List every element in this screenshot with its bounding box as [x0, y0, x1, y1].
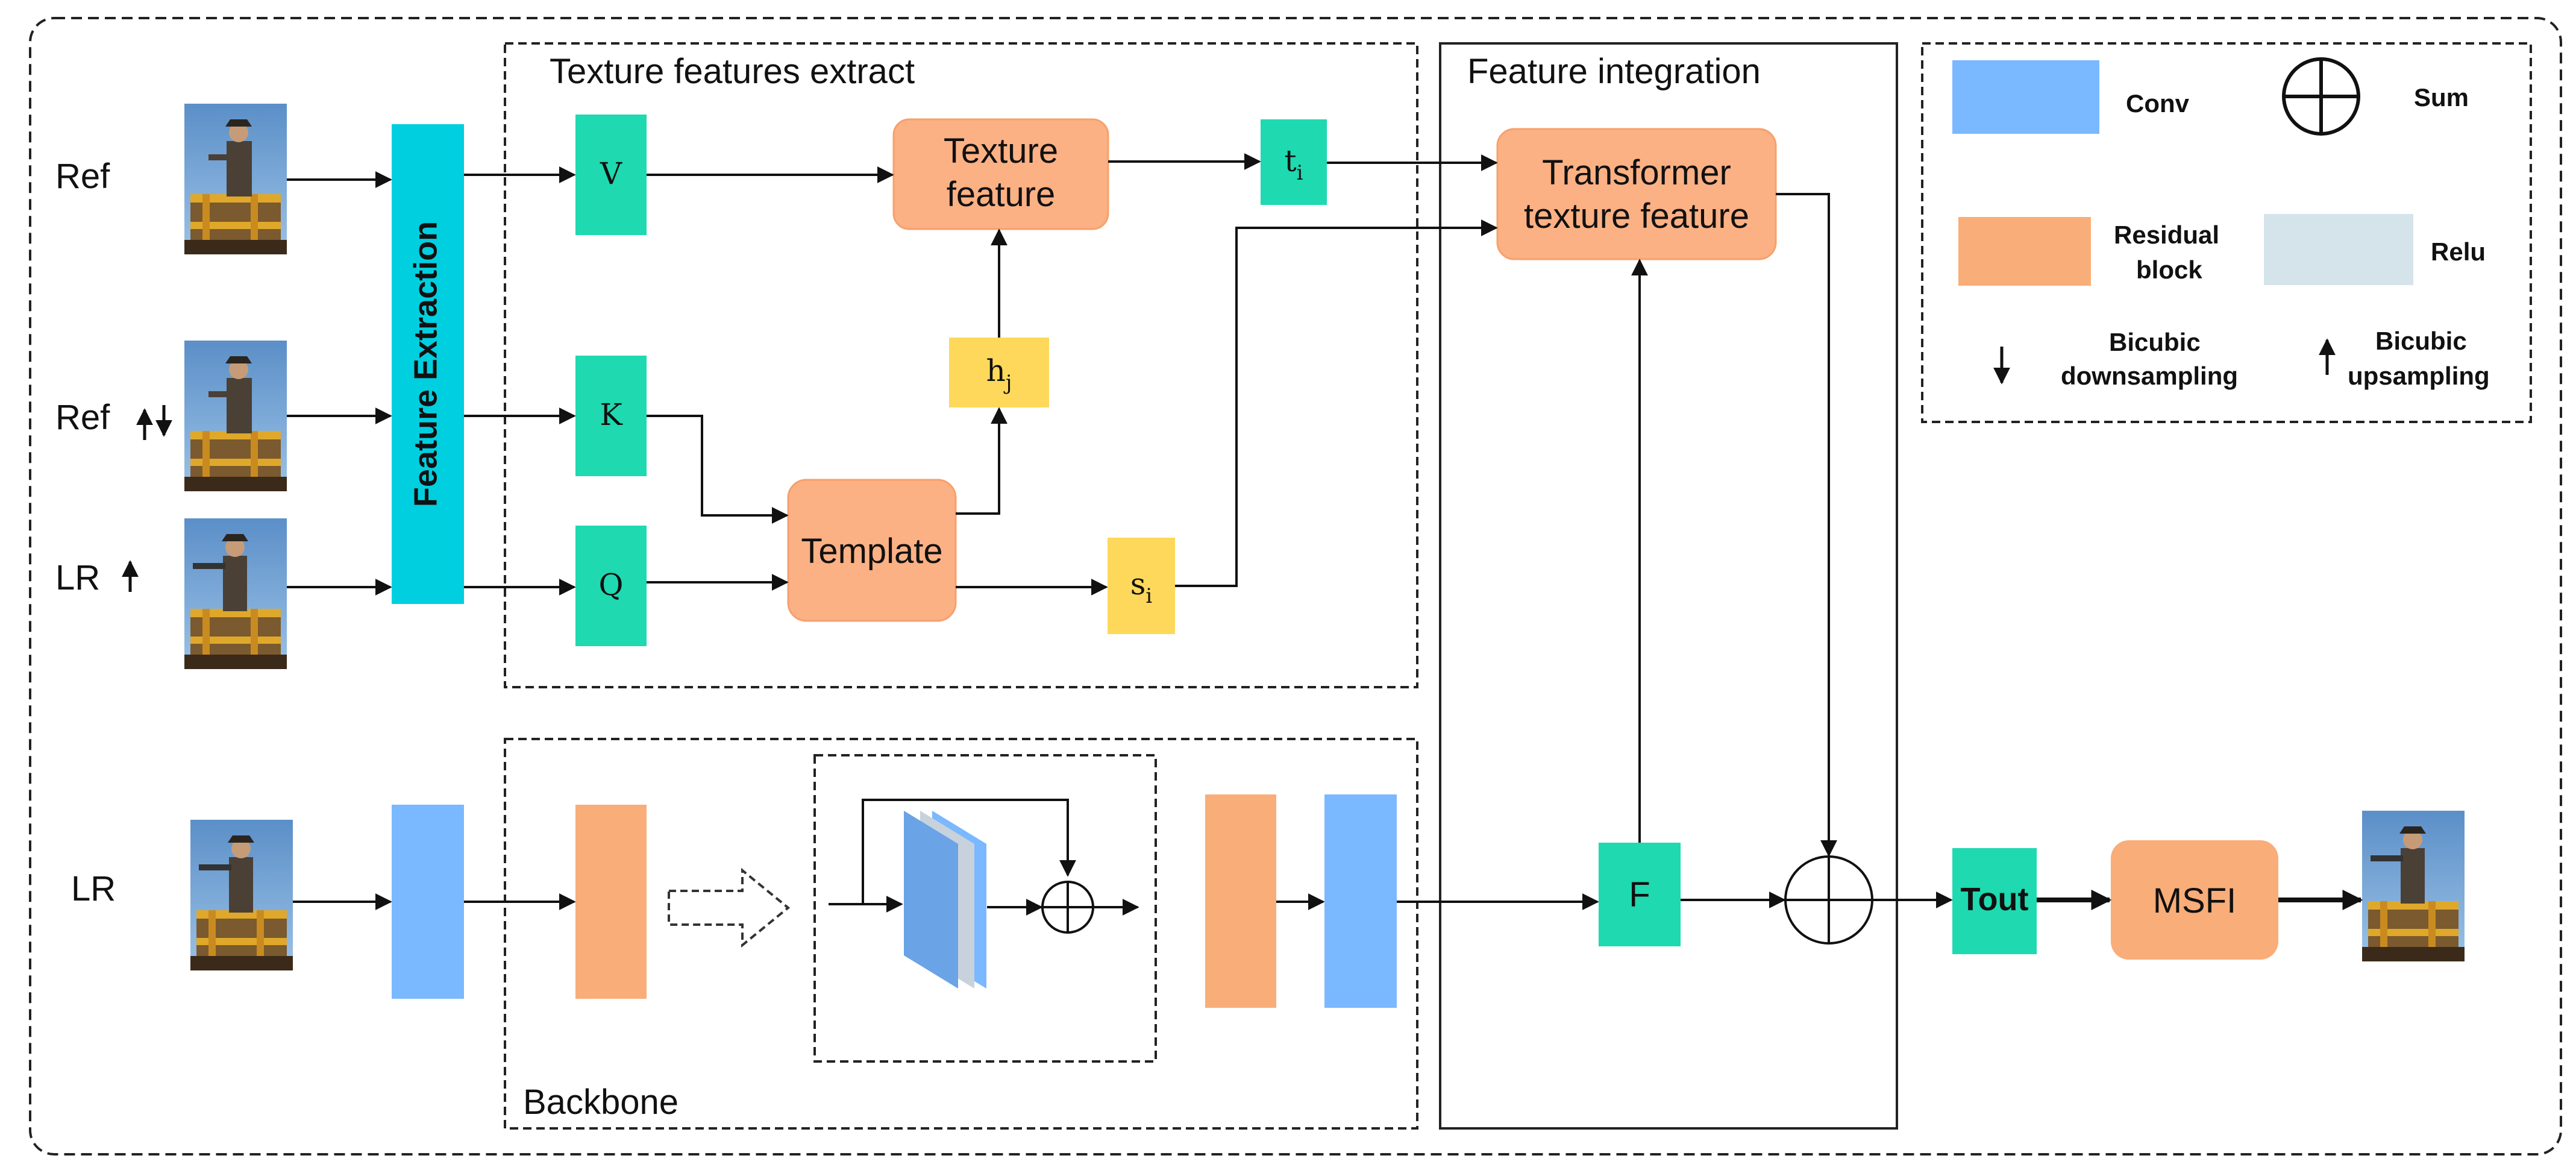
texture-feature-line2: feature	[947, 175, 1056, 214]
legend-residual-line2: block	[2136, 256, 2202, 284]
ref-updown-label: Ref	[55, 398, 110, 437]
residual-detail-box	[813, 754, 1157, 1063]
f-label: F	[1629, 875, 1650, 914]
legend-relu-swatch	[2264, 214, 2413, 285]
ref-label: Ref	[55, 157, 110, 196]
legend-bicubic-down-line2: downsampling	[2061, 362, 2238, 390]
feature-integration-title: Feature integration	[1467, 52, 1761, 91]
backbone-region	[504, 738, 1418, 1130]
s-block	[1108, 538, 1175, 634]
legend-relu-label: Relu	[2431, 237, 2486, 266]
texture-extract-region	[504, 42, 1418, 688]
tout-label: Tout	[1961, 881, 2029, 917]
texture-feature-line1: Texture	[944, 131, 1058, 171]
lr-up-label: LR	[55, 558, 100, 597]
transformer-line2: texture feature	[1524, 197, 1749, 236]
backbone-residual-block-1	[575, 805, 647, 999]
s-label: si	[1130, 567, 1153, 608]
inner-sum-icon	[1041, 881, 1094, 934]
ref-updown-image	[184, 341, 287, 491]
transformer-line1: Transformer	[1542, 153, 1731, 192]
k-block	[575, 356, 647, 476]
transformer-texture-block	[1496, 128, 1777, 260]
v-block	[575, 115, 647, 235]
legend-residual-line1: Residual	[2114, 221, 2219, 249]
template-label: Template	[801, 532, 942, 571]
legend-residual-swatch	[1958, 217, 2091, 286]
lr-conv-block	[392, 805, 464, 999]
legend-conv-label: Conv	[2126, 89, 2190, 118]
f-block	[1599, 843, 1681, 946]
lr-up-image	[184, 518, 287, 669]
ref-image	[184, 104, 287, 254]
legend-box	[1921, 42, 2532, 423]
legend-conv-swatch	[1952, 60, 2099, 134]
legend-bicubic-up-line1: Bicubic	[2375, 327, 2467, 355]
feature-extraction-block	[392, 124, 464, 604]
output-image	[2362, 811, 2465, 961]
h-block	[949, 338, 1049, 407]
h-label: hj	[986, 353, 1012, 395]
sum-icon	[1784, 855, 1873, 945]
tout-block	[1952, 848, 2037, 954]
q-block	[575, 526, 647, 646]
legend-bicubic-down-line1: Bicubic	[2109, 328, 2201, 356]
t-label: ti	[1285, 143, 1303, 185]
backbone-residual-block-2	[1205, 794, 1276, 1008]
backbone-conv-block	[1324, 794, 1397, 1008]
legend-bicubic-up-line2: upsampling	[2348, 362, 2490, 390]
legend-sum-icon	[2282, 57, 2360, 136]
outer-frame	[29, 17, 2562, 1156]
template-block	[787, 479, 957, 622]
msfi-label: MSFI	[2153, 881, 2237, 920]
k-label: K	[600, 397, 623, 432]
t-block	[1261, 119, 1327, 205]
msfi-block	[2111, 840, 2278, 960]
up-down-arrows-icon	[136, 405, 172, 440]
legend-sum-label: Sum	[2414, 83, 2469, 112]
q-label: Q	[599, 567, 624, 602]
feature-integration-region	[1439, 42, 1898, 1130]
lr-label: LR	[71, 869, 116, 908]
feature-extraction-label: Feature Extraction	[407, 221, 443, 507]
texture-extract-title: Texture features extract	[550, 52, 915, 91]
repeat-arrow-icon	[668, 867, 791, 948]
backbone-title: Backbone	[523, 1083, 678, 1122]
stacked-layers-icon	[904, 811, 986, 989]
lr-image	[190, 820, 293, 970]
v-label: V	[600, 156, 622, 191]
